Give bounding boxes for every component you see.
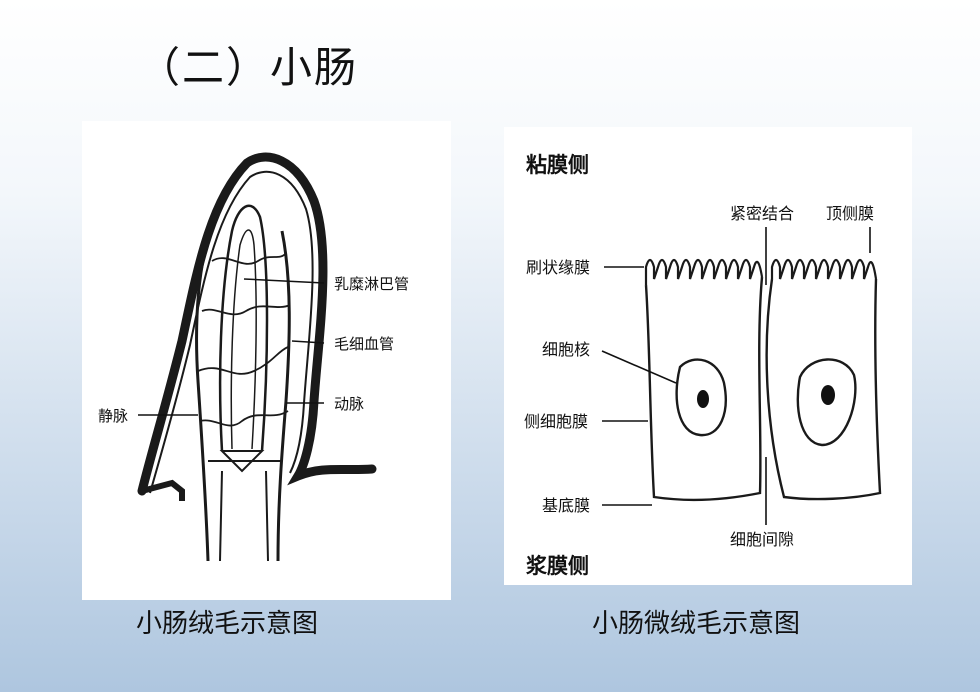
vein-vessel — [195, 220, 216, 562]
microvilli-left-cell — [644, 258, 764, 285]
lacteal-inner — [230, 229, 257, 450]
villus-diagram: 乳糜淋巴管 毛细血管 动脉 静脉 — [98, 152, 409, 562]
artery-vessel — [276, 230, 291, 562]
microvilli-diagram-panel: 粘膜侧 紧密结合 顶侧膜 刷状缘膜 细胞核 侧细胞膜 基底膜 细胞间隙 浆膜侧 — [504, 127, 912, 585]
label-basement-membrane: 基底膜 — [542, 496, 590, 515]
epithelial-cell-right — [765, 278, 882, 501]
label-capillary: 毛细血管 — [334, 335, 394, 353]
villus-caption: 小肠绒毛示意图 — [136, 609, 319, 639]
capillary-network — [197, 252, 291, 427]
nucleus-pointer — [601, 350, 677, 384]
label-nucleus: 细胞核 — [542, 340, 590, 359]
lacteal-vessel — [218, 204, 269, 452]
epithelial-cell-left — [644, 276, 764, 502]
microvilli-right-cell — [770, 258, 878, 280]
microvilli-caption: 小肠微绒毛示意图 — [592, 609, 801, 639]
nucleolus-right — [821, 385, 835, 405]
label-serosal-side: 浆膜侧 — [526, 554, 589, 578]
label-lateral-membrane: 侧细胞膜 — [524, 412, 588, 431]
nucleus-left — [675, 358, 727, 437]
label-tight-junction: 紧密结合 — [730, 204, 794, 223]
label-brush-border: 刷状缘膜 — [526, 258, 590, 277]
label-vein: 静脉 — [98, 407, 128, 425]
nucleolus-left — [697, 390, 709, 408]
nucleus-right — [796, 358, 857, 447]
villus-epithelium-outer — [137, 152, 377, 496]
label-artery: 动脉 — [334, 395, 364, 413]
villus-diagram-panel: 乳糜淋巴管 毛细血管 动脉 静脉 — [82, 121, 451, 600]
lacteal-pointer — [243, 278, 325, 284]
capillary-pointer — [291, 340, 325, 344]
villus-base-left — [141, 479, 185, 501]
label-lacteal: 乳糜淋巴管 — [334, 275, 409, 293]
label-mucosal-side: 粘膜侧 — [526, 153, 589, 177]
vessel-junction — [208, 450, 282, 562]
label-apical-membrane: 顶侧膜 — [826, 204, 874, 223]
label-intercellular-space: 细胞间隙 — [730, 530, 794, 549]
microvilli-diagram: 粘膜侧 紧密结合 顶侧膜 刷状缘膜 细胞核 侧细胞膜 基底膜 细胞间隙 浆膜侧 — [524, 153, 882, 578]
slide-title: （二）小肠 — [138, 43, 359, 92]
